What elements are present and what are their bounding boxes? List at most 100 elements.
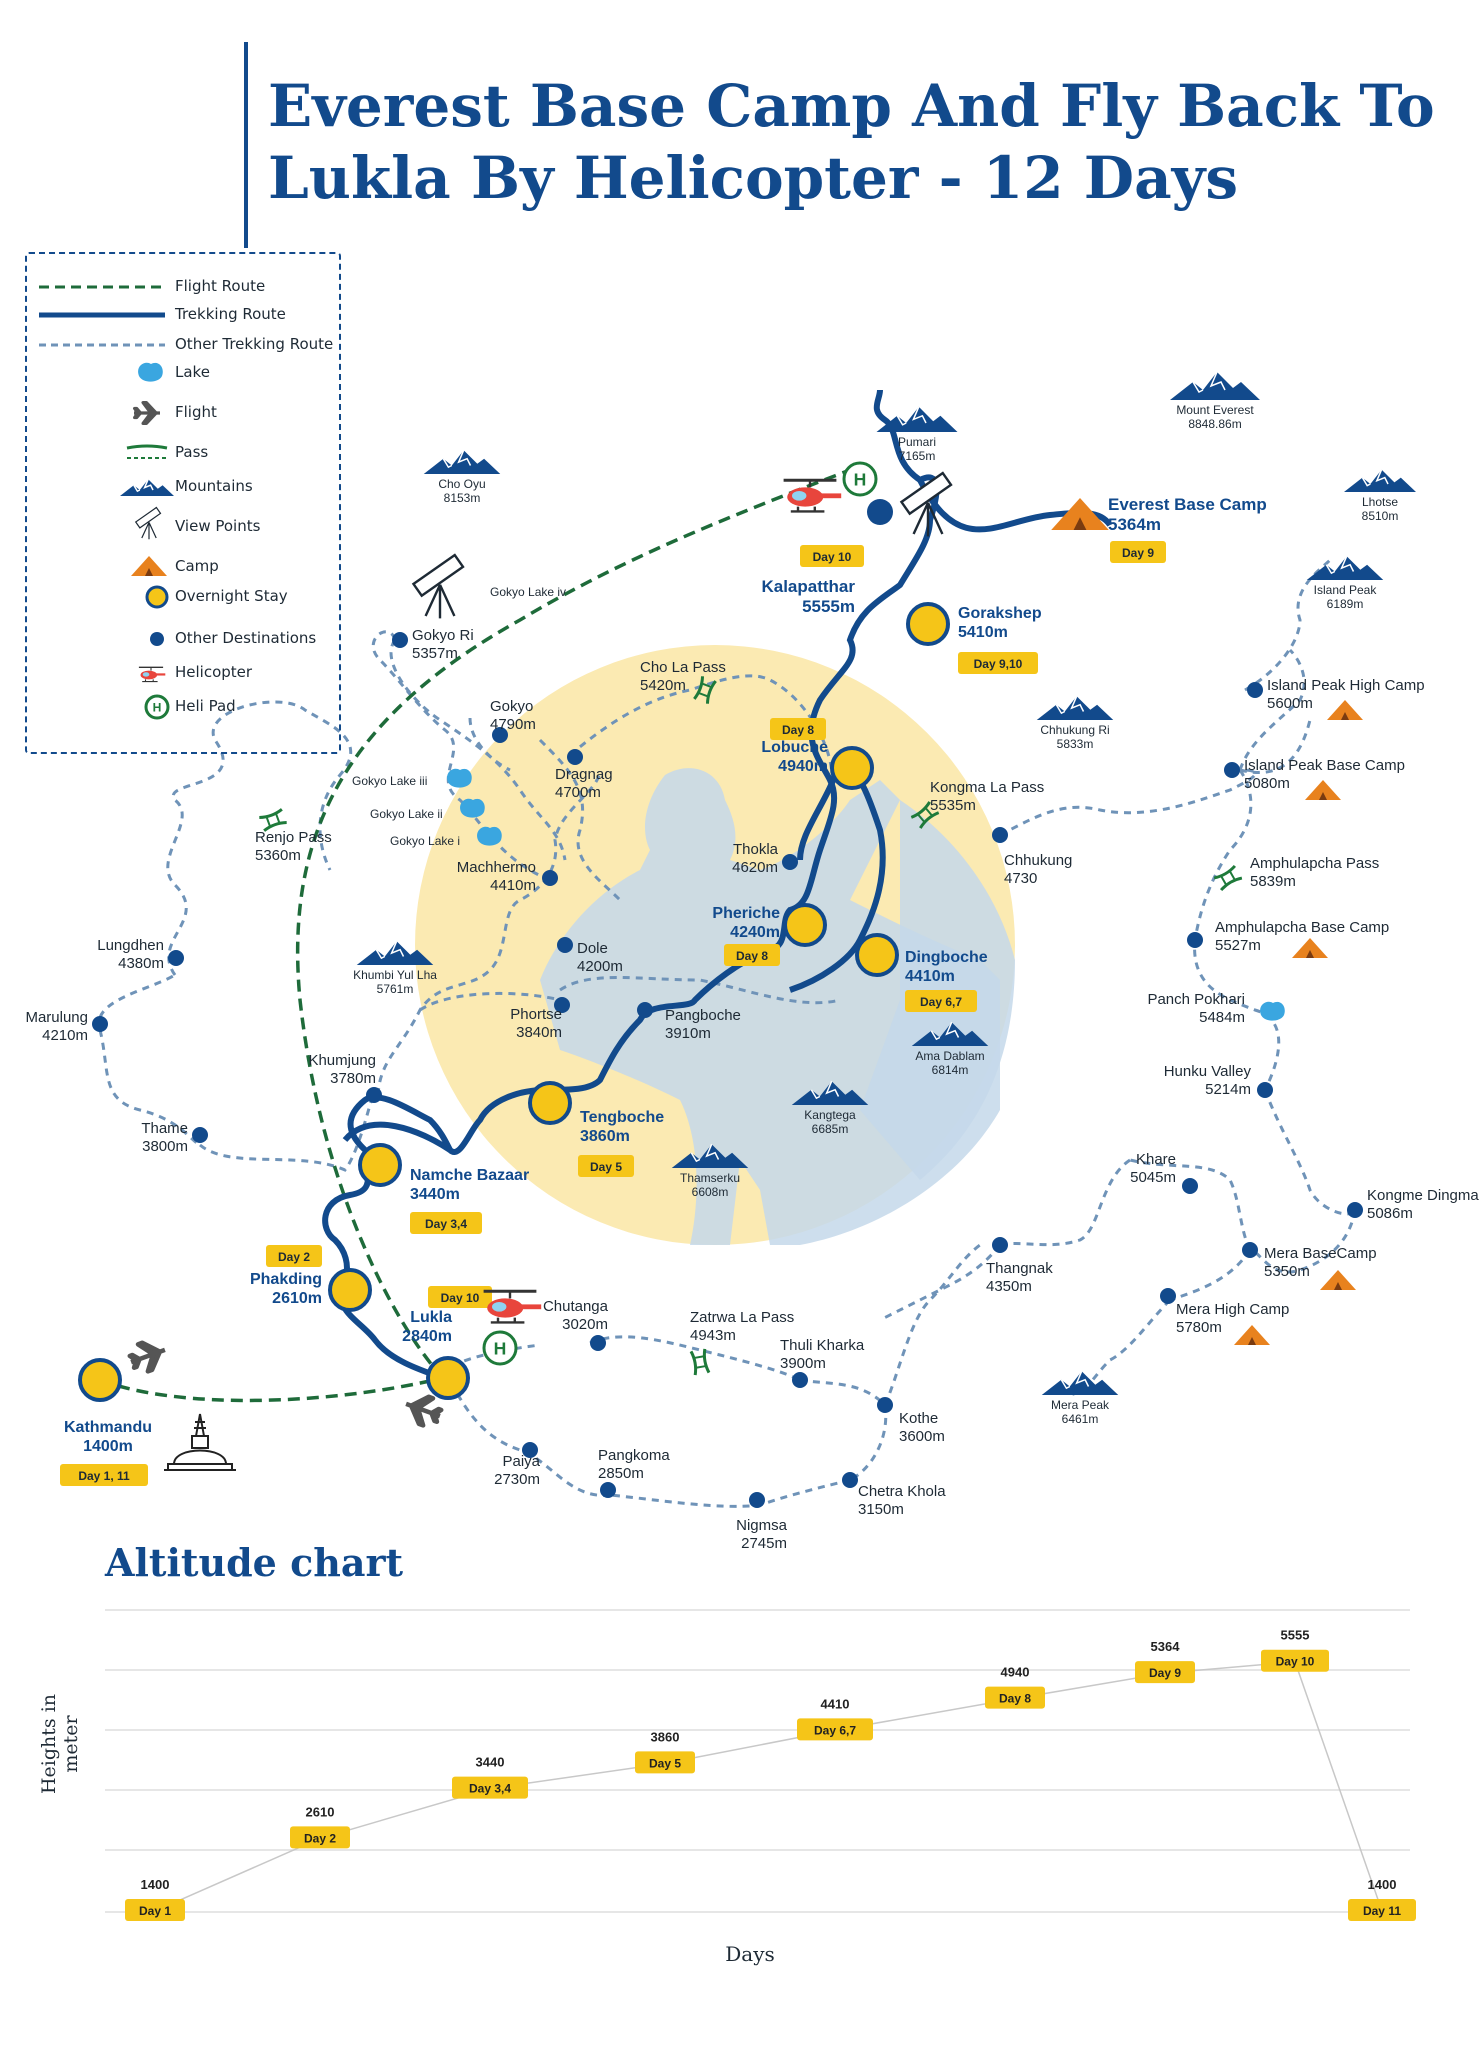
mountain-snow — [896, 406, 927, 426]
pass-icon — [693, 676, 717, 704]
altitude-category-label: Day 11 — [1363, 1904, 1401, 1918]
mountain-icon — [876, 406, 958, 432]
mountain-alt-mount-everest: 8848.86m — [1188, 417, 1241, 431]
legend-item-pass: Pass — [27, 440, 339, 466]
destination-name-thuli-kharka: Thuli Kharka — [780, 1337, 865, 1354]
altitude-day-badge — [1135, 1661, 1195, 1684]
stop-alt-everest-base-camp: 5364m — [1108, 515, 1161, 534]
destination-gokyo-ri — [392, 632, 408, 648]
destination-dole — [557, 937, 573, 953]
lake-alt-panch-pokhari: 5484m — [1199, 1009, 1245, 1026]
day-badge-kathmandu — [60, 1464, 148, 1486]
altitude-value-label: 1400 — [141, 1877, 170, 1892]
stop-alt-dingboche: 4410m — [905, 968, 955, 985]
destination-name-pangkoma: Pangkoma — [598, 1447, 670, 1464]
stop-alt-lukla: 2840m — [402, 1328, 452, 1345]
heli-tail — [819, 493, 842, 499]
destination-alt-amphulapcha-base-camp: 5527m — [1215, 937, 1261, 954]
legend-item-flight: Flight — [27, 400, 339, 426]
day-badge-dingboche — [905, 990, 977, 1012]
mountain-alt-kangtega: 6685m — [812, 1122, 849, 1136]
altitude-day-badge — [985, 1686, 1045, 1709]
tent-icon — [131, 556, 167, 576]
stupa-icon — [164, 1413, 236, 1471]
day-badge-kalapatthar — [800, 545, 864, 567]
altitude-category-label: Day 9 — [1149, 1666, 1181, 1680]
lake-name-gokyo-lake-ii: Gokyo Lake ii — [370, 807, 443, 821]
day-badge-label: Day 5 — [590, 1160, 622, 1174]
day-badge-label: Day 10 — [441, 1291, 480, 1305]
destination-mera-high-camp — [1160, 1288, 1176, 1304]
legend-label: Trekking Route — [175, 305, 286, 323]
altitude-day-badge — [635, 1751, 695, 1774]
altitude-value-label: 5364 — [1151, 1639, 1181, 1654]
destination-thuli-kharka — [792, 1372, 808, 1388]
tent-icon — [1234, 1325, 1270, 1345]
legend-label: Other Destinations — [175, 629, 317, 647]
destination-thame — [192, 1127, 208, 1143]
overnight-stop-gorakshep — [906, 602, 950, 646]
other-trekking-route — [609, 1478, 851, 1508]
day-badge-label: Day 6,7 — [920, 995, 962, 1009]
destination-alt-paiya: 2730m — [494, 1471, 540, 1488]
mountain-snow — [133, 478, 154, 493]
other-trekking-route — [468, 717, 511, 772]
mountain-snow — [1361, 469, 1389, 487]
legend-telescope — [134, 506, 162, 540]
destination-alt-phortse: 3840m — [516, 1024, 562, 1041]
legend-item-camp: Camp — [27, 554, 339, 580]
mountain-name-ama-dablam: Ama Dablam — [915, 1049, 984, 1063]
destination-dot-icon — [150, 632, 164, 646]
day-badge-label: Day 3,4 — [425, 1217, 467, 1231]
pass-name-kongma-la-pass: Kongma La Pass — [930, 779, 1044, 796]
destination-name-chhukung: Chhukung — [1004, 852, 1072, 869]
day-badge-label: Day 9 — [1122, 546, 1154, 560]
mountain-snow — [442, 449, 472, 469]
destination-gokyo — [492, 727, 508, 743]
destination-name-island-peak-high-camp: Island Peak High Camp — [1267, 677, 1425, 694]
day-badge-label: Day 9,10 — [974, 657, 1023, 671]
title-accent-bar — [244, 42, 248, 248]
altitude-category-label: Day 5 — [649, 1756, 681, 1770]
lake-name-gokyo-lake-iv: Gokyo Lake iv — [490, 585, 566, 599]
pass-name-amphulapcha-pass: Amphulapcha Pass — [1250, 855, 1379, 872]
altitude-day-badge — [290, 1826, 350, 1849]
destination-name-thame: Thame — [141, 1120, 188, 1137]
helipad-icon — [842, 461, 878, 497]
destination-chetra-khola — [842, 1472, 858, 1488]
destination-amphulapcha-base-camp — [1187, 932, 1203, 948]
other-trekking-route — [883, 1243, 981, 1406]
telescope-legs — [424, 584, 456, 619]
mountain-alt-cho-oyu: 8153m — [444, 491, 481, 505]
mountain-alt-chhukung-ri: 5833m — [1057, 737, 1094, 751]
pass-mark — [265, 813, 281, 827]
altitude-value-label: 3860 — [651, 1729, 680, 1744]
overnight-stop-lukla — [426, 1356, 470, 1400]
mountain-snow — [1192, 371, 1226, 393]
stop-alt-kathmandu: 1400m — [83, 1438, 133, 1455]
destination-name-mera-high-camp: Mera High Camp — [1176, 1301, 1289, 1318]
legend-mountain — [120, 479, 174, 496]
mountain-icon — [120, 478, 174, 496]
tent-door — [1334, 1282, 1342, 1290]
tent-icon — [1327, 700, 1363, 720]
destination-alt-mera-high-camp: 5780m — [1176, 1319, 1222, 1336]
destination-chutanga — [590, 1335, 606, 1351]
helicopter-icon — [483, 1289, 542, 1324]
legend-label: Flight — [175, 403, 217, 421]
legend-helicopter — [138, 666, 166, 683]
other-trekking-route — [1238, 648, 1306, 771]
telescope-tube — [899, 471, 953, 516]
pass-icon — [126, 444, 168, 459]
destination-name-khare: Khare — [1136, 1151, 1176, 1168]
altitude-day-badge — [1348, 1899, 1416, 1921]
other-trekking-route — [419, 991, 561, 1012]
destination-pangboche — [637, 1002, 653, 1018]
day-badge-label: Day 8 — [782, 723, 814, 737]
altitude-day-badge — [125, 1899, 185, 1921]
airplane-icon — [405, 1394, 444, 1428]
destination-name-chetra-khola: Chetra Khola — [858, 1483, 946, 1500]
mountain-alt-mera-peak: 6461m — [1062, 1412, 1099, 1426]
